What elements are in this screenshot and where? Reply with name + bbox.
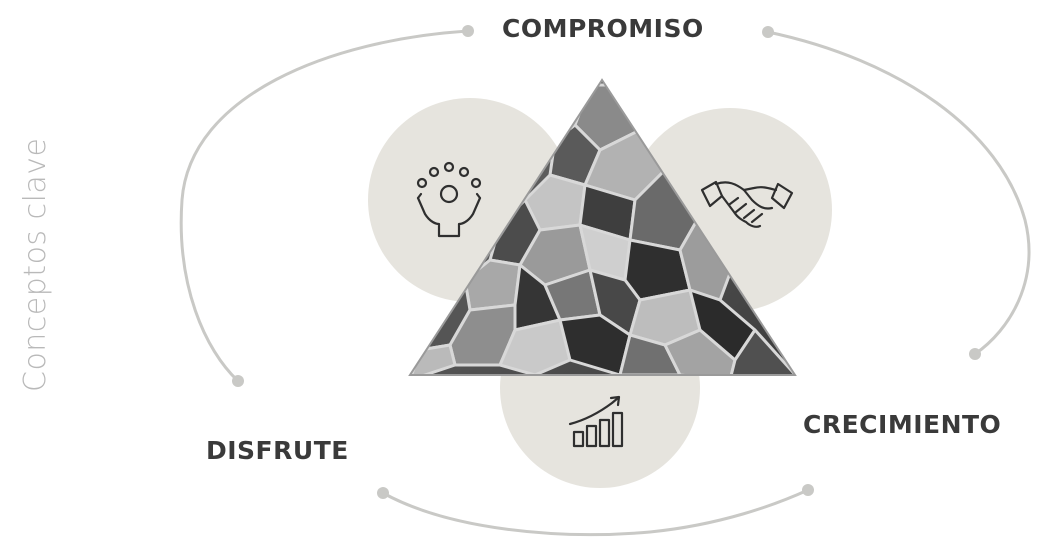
connector-dot	[462, 25, 474, 37]
diagram-title: Conceptos clave	[18, 137, 53, 392]
connector-dot	[802, 484, 814, 496]
concept-label-crecimiento: CRECIMIENTO	[803, 410, 1002, 439]
handshake-icon	[700, 180, 794, 228]
connector-dot	[232, 375, 244, 387]
celebrating-person-icon	[416, 161, 482, 238]
concept-label-compromiso: COMPROMISO	[502, 14, 704, 43]
growth-chart-icon	[568, 395, 624, 448]
connector-arc-left	[179, 29, 469, 383]
connector-arc-bottom	[382, 488, 809, 537]
connector-dot	[762, 26, 774, 38]
connector-dot	[969, 348, 981, 360]
connector-dot	[377, 487, 389, 499]
concept-label-disfrute: DISFRUTE	[206, 436, 349, 465]
triangle-outline	[408, 78, 797, 376]
connector-arc-right	[767, 30, 1031, 356]
